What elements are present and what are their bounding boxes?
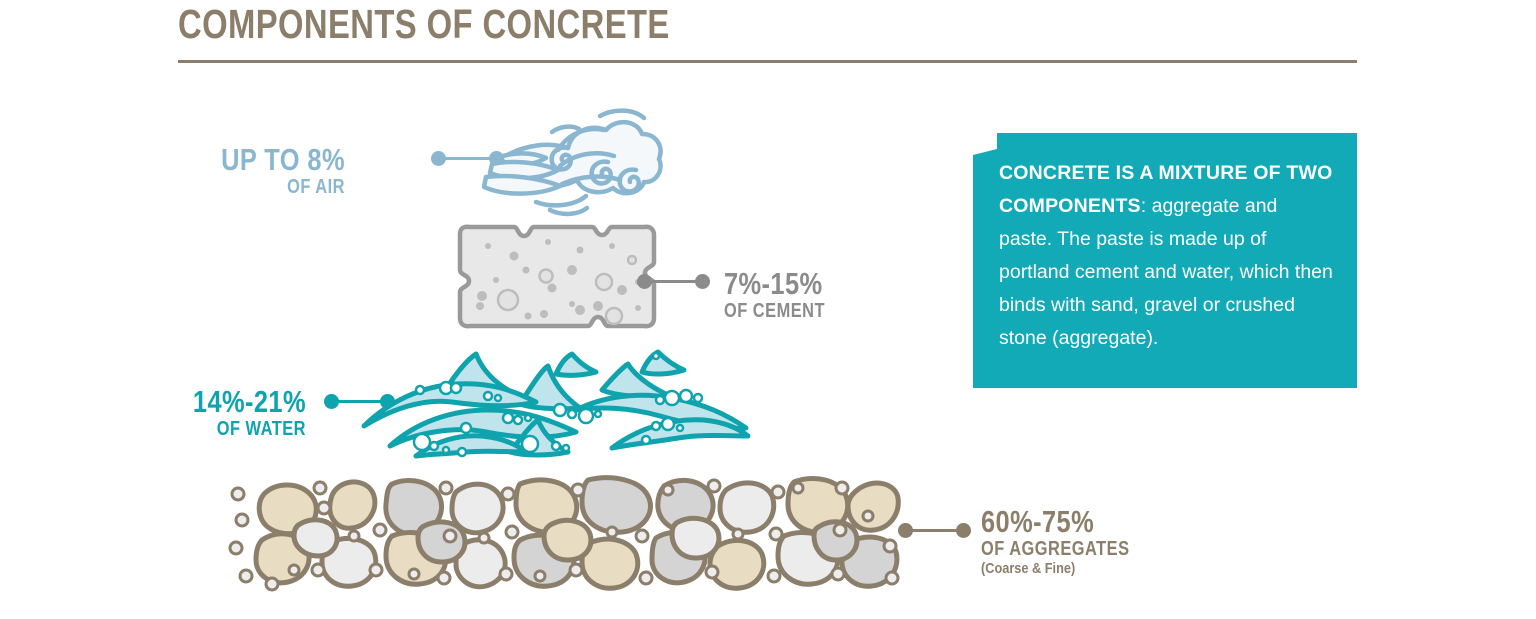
- aggregate-rocks-icon: [228, 475, 901, 592]
- air-connector-dot-left: [431, 151, 446, 166]
- page-title-block: COMPONENTS OF CONCRETE: [178, 2, 1378, 46]
- page-title: COMPONENTS OF CONCRETE: [178, 1, 670, 47]
- aggregates-connector-dot-right: [956, 523, 971, 538]
- water-label: 14%-21% OF WATER: [110, 384, 306, 441]
- air-percent: UP TO 8%: [221, 142, 345, 177]
- cement-connector-dot-right: [695, 274, 710, 289]
- water-waves-icon: [361, 349, 751, 459]
- info-callout-text: CONCRETE IS A MIXTURE OF TWO COMPONENTS:…: [999, 157, 1335, 355]
- info-callout-body: : aggregate and paste. The paste is made…: [999, 195, 1333, 349]
- cement-connector-dot-left: [637, 274, 652, 289]
- cement-label: 7%-15% OF CEMENT: [724, 266, 954, 323]
- aggregates-connector-line: [911, 529, 961, 532]
- water-percent: 14%-21%: [192, 384, 306, 419]
- air-label: UP TO 8% OF AIR: [175, 142, 345, 199]
- info-callout-box: CONCRETE IS A MIXTURE OF TWO COMPONENTS:…: [973, 133, 1357, 388]
- aggregates-note: (Coarse & Fine): [981, 560, 1076, 577]
- cement-percent: 7%-15%: [724, 266, 823, 301]
- aggregates-percent: 60%-75%: [981, 504, 1095, 539]
- aggregates-of-label: OF AGGREGATES: [981, 538, 1130, 560]
- air-of-label: OF AIR: [287, 176, 345, 198]
- wind-cloud-icon: [481, 108, 663, 217]
- cement-connector-line: [650, 280, 700, 283]
- info-callout-heading: CONCRETE IS A MIXTURE OF TWO COMPONENTS: [999, 162, 1333, 217]
- water-of-label: OF WATER: [216, 418, 306, 440]
- air-connector-line: [444, 157, 494, 160]
- water-connector-line: [337, 400, 385, 403]
- aggregates-label: 60%-75% OF AGGREGATES (Coarse & Fine): [981, 506, 1281, 578]
- title-divider: [178, 60, 1357, 63]
- water-connector-dot-left: [324, 394, 339, 409]
- cement-block-icon: [457, 224, 657, 329]
- aggregates-connector-dot-left: [898, 523, 913, 538]
- cement-of-label: OF CEMENT: [724, 300, 826, 322]
